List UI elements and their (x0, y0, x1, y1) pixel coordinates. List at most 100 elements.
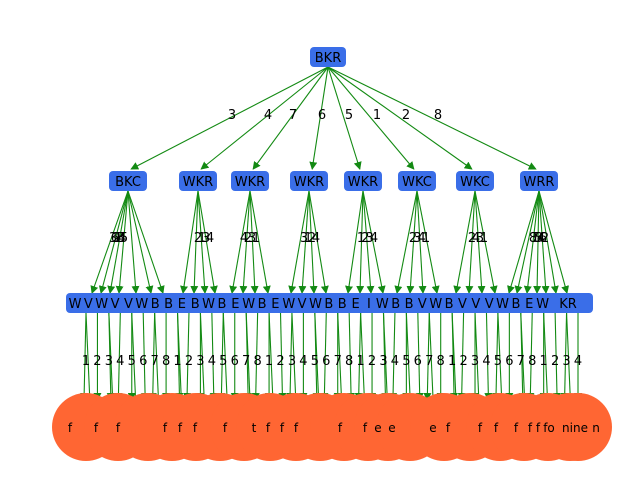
level1-edges (130, 66, 537, 170)
leaf-edge (423, 312, 432, 401)
root-edge (327, 66, 537, 170)
leaf-node-label: f (528, 421, 533, 435)
level2-edge (362, 190, 386, 294)
leaf-edge (209, 312, 218, 401)
level2-node-label: E (178, 297, 186, 312)
level2-edge-label: 2 (409, 231, 417, 246)
leaf-node-label: f (223, 421, 228, 435)
level2-edge (507, 190, 540, 294)
root-edge (130, 66, 329, 170)
root-edge (200, 66, 329, 170)
leaf-edge-label: 1 (356, 354, 364, 369)
level1-node (520, 171, 558, 191)
level2-node (229, 293, 242, 313)
leaf-node-label: f (68, 421, 73, 435)
leaf-node-label: f (363, 421, 368, 435)
root-edge-label: 2 (402, 108, 410, 123)
level2-node-label: B (324, 297, 333, 312)
level2-node (175, 293, 188, 313)
leaf-node-label: f (163, 421, 168, 435)
level2-edge-label: 3 (248, 231, 256, 246)
leaf-edge (286, 312, 295, 401)
level2-node-label: W (202, 297, 215, 312)
level2-node (403, 293, 416, 313)
root-edge-label: 6 (318, 108, 326, 123)
level2-node (509, 293, 522, 313)
level2-edge-label: 2 (361, 231, 369, 246)
level2-edge-label: 6 (539, 231, 547, 246)
level2-node-label: V (485, 297, 494, 312)
leaf-edge (314, 312, 323, 405)
leaf-edge-label: 6 (322, 354, 330, 369)
level2-node-label: W (536, 297, 549, 312)
level2-edge (127, 190, 154, 294)
leaf-node-label: e (388, 421, 395, 435)
level2-node (269, 293, 282, 313)
leaf-edge (360, 312, 369, 405)
leaf-edge-label: 2 (276, 354, 284, 369)
leaf-node-label: t (252, 421, 257, 435)
level2-edge (98, 190, 129, 294)
level2-edge (127, 190, 165, 294)
level2-edge (453, 190, 476, 294)
leaf-node-label: f (514, 421, 519, 435)
level2-edge (474, 190, 486, 294)
level2-edge-label: 8 (116, 231, 124, 246)
level2-node (162, 293, 175, 313)
leaf-edge (176, 312, 186, 405)
leaf-edge-label: 5 (402, 354, 410, 369)
leaf-edge-label: 8 (162, 354, 170, 369)
leaf-node-label: f (94, 421, 99, 435)
level2-edge-label: 3 (366, 231, 374, 246)
leaf-edge-label: 3 (379, 354, 387, 369)
level2-node-label: B (338, 297, 347, 312)
leaf-edge-label: 2 (368, 354, 376, 369)
level2-node (483, 293, 496, 313)
level2-node-label: E (351, 297, 359, 312)
leaf-edge (85, 312, 94, 405)
root-edge-label: 5 (345, 108, 353, 123)
level2-edge (90, 190, 129, 294)
level2-node (336, 293, 349, 313)
level2-edge (298, 190, 310, 294)
leaf-edge (131, 312, 140, 405)
level2-node (282, 293, 295, 313)
level2-node-label: B (511, 297, 520, 312)
leaf-node-label: fo (543, 421, 555, 435)
level1-node (179, 171, 217, 191)
level2-edge (197, 190, 218, 294)
leaf-edge-label: 3 (288, 354, 296, 369)
leaf-edge (268, 312, 277, 405)
leaf-edge-label: 4 (116, 354, 124, 369)
level2-node-label: V (84, 297, 93, 312)
level2-edge (356, 190, 365, 294)
level2-node (429, 293, 442, 313)
leaf-edge (382, 312, 392, 405)
leaf-edge (389, 312, 398, 401)
level2-node-label: B (391, 297, 400, 312)
root-edge (327, 66, 362, 170)
level2-node (416, 293, 429, 313)
leaf-edge (245, 312, 254, 405)
level2-edge-label: 2 (468, 231, 476, 246)
level2-node-label: W (429, 297, 442, 312)
level2-edge-label: 3 (535, 231, 543, 246)
leaf-edge (552, 312, 561, 401)
level1-node-label: WRR (524, 175, 555, 190)
leaf-node-label: f (280, 421, 285, 435)
level1-node-label: WKR (348, 175, 378, 190)
level2-edge-label: 1 (480, 231, 488, 246)
level2-node-label: B (191, 297, 200, 312)
level1-node (231, 171, 269, 191)
level2-node (256, 293, 269, 313)
level1-node-label: WKC (402, 175, 432, 190)
level2-node (296, 293, 309, 313)
level2-edge (533, 190, 542, 294)
leaf-node-label: f (294, 421, 299, 435)
level2-edge (406, 190, 418, 294)
leaf-edge-label: 1 (82, 354, 90, 369)
leaf-node-label: f (446, 421, 451, 435)
level2-edge-label: 7 (531, 231, 539, 246)
leaf-node (544, 393, 612, 461)
